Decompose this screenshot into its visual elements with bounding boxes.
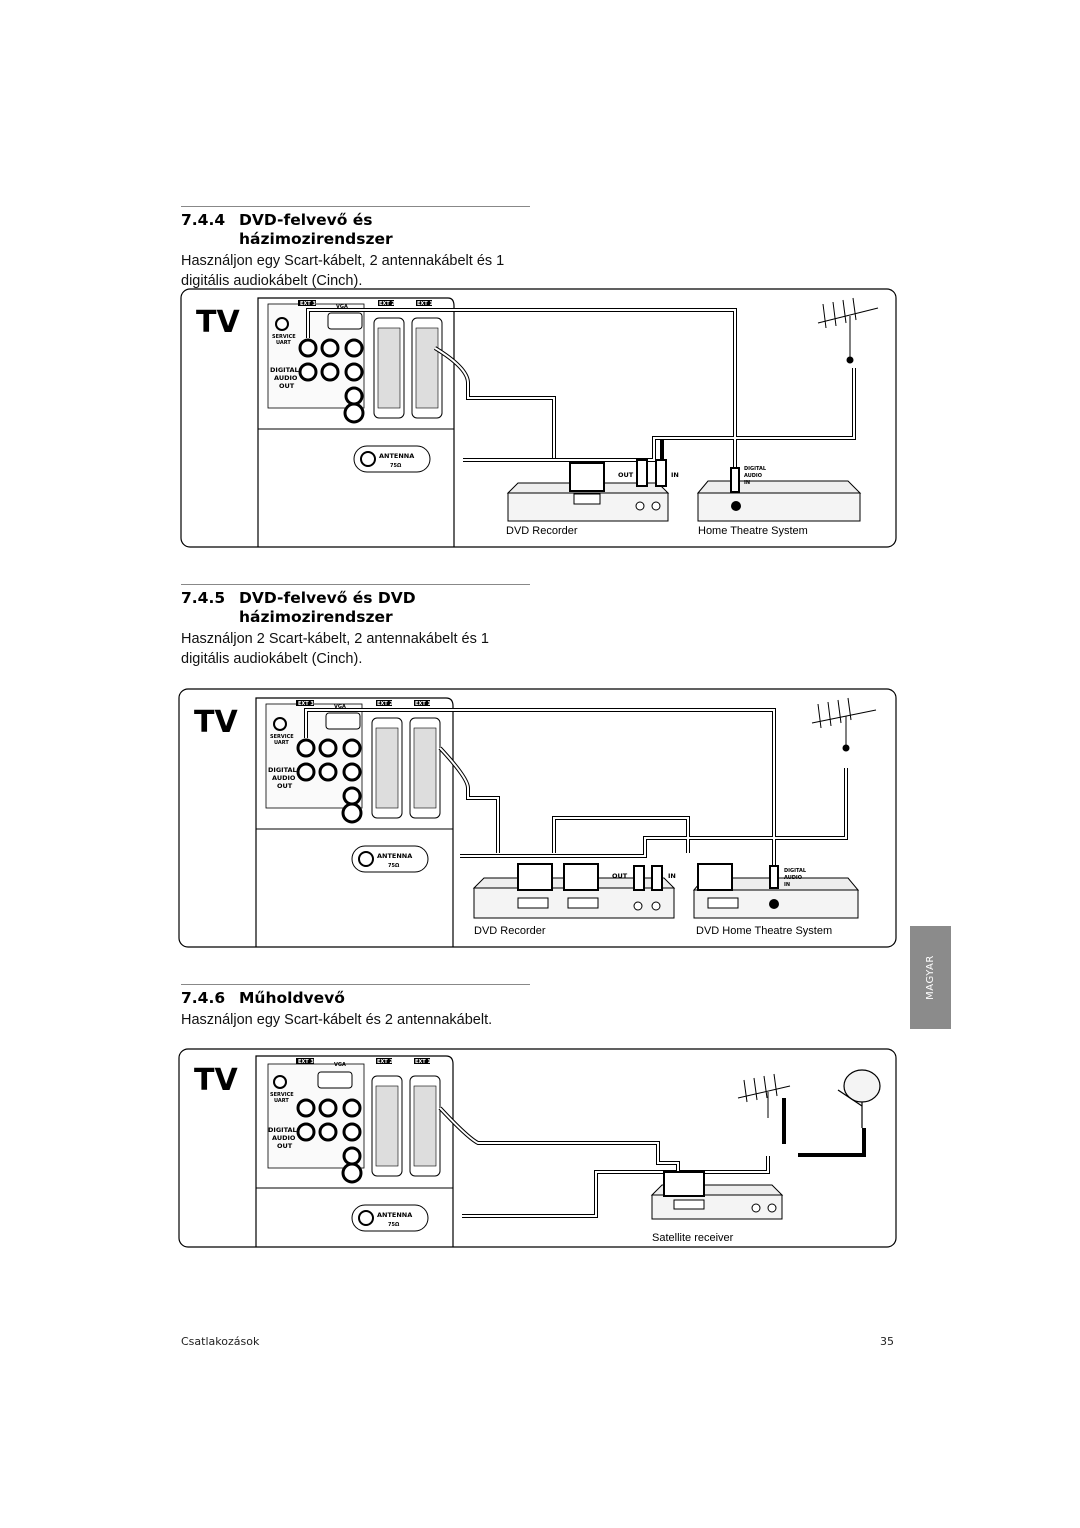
- device-label: Satellite receiver: [652, 1232, 734, 1244]
- digital-label: DIGITAL: [268, 766, 297, 774]
- section-heading: 7.4.4 DVD-felvevő és házimozirendszer: [181, 211, 530, 249]
- digital-label: DIGITAL: [270, 366, 299, 374]
- ht-digital-label: DIGITAL: [784, 868, 807, 874]
- ext2-label: EXT 2: [377, 701, 393, 707]
- ext1-label: EXT 1: [417, 301, 433, 307]
- section-number: 7.4.4: [181, 211, 226, 229]
- ext2-label: EXT 2: [379, 301, 395, 307]
- section-7-4-4: 7.4.4 DVD-felvevő és házimozirendszer Ha…: [181, 206, 530, 291]
- tv-connector-panel: EXT 3 VGA EXT 2 EXT 1 SERVICE UART DIGIT…: [257, 297, 455, 547]
- ext3-label: EXT 3: [298, 1059, 314, 1065]
- ht-in-label: IN: [784, 882, 790, 888]
- audio-label: AUDIO: [272, 1134, 296, 1142]
- dvd-recorder-device: OUT IN: [506, 459, 679, 522]
- connection-diagram-3: TV EXT 3 VGA EXT 2 EXT 1 SERVICE UART DI…: [178, 1048, 898, 1250]
- section-number: 7.4.6: [181, 989, 226, 1007]
- section-body: Használjon egy Scart-kábelt és 2 antenna…: [181, 1012, 493, 1028]
- dvd-out-label: OUT: [612, 872, 628, 880]
- audio-label: AUDIO: [272, 774, 296, 782]
- antenna-port-label: ANTENNA: [377, 852, 412, 860]
- section-body: Használjon egy Scart-kábelt, 2 antennaká…: [181, 253, 505, 289]
- section-heading: 7.4.6 Műholdvevő: [181, 989, 530, 1008]
- section-title: DVD-felvevő és házimozirendszer: [239, 211, 393, 248]
- uart-label: UART: [274, 740, 289, 746]
- home-theatre-device: DIGITAL AUDIO IN: [696, 466, 862, 522]
- section-divider: [181, 584, 530, 585]
- ext1-label: EXT 1: [415, 1059, 431, 1065]
- language-tab-label: MAGYAR: [925, 955, 937, 1000]
- vga-label: VGA: [336, 304, 348, 310]
- out-label: OUT: [279, 382, 295, 390]
- vga-label: VGA: [334, 704, 346, 710]
- section-heading: 7.4.5 DVD-felvevő és DVD házimozirendsze…: [181, 589, 530, 627]
- device-label: DVD Recorder: [474, 925, 546, 937]
- device-label: DVD Home Theatre System: [696, 925, 832, 937]
- section-divider: [181, 984, 530, 985]
- ht-in-label: IN: [744, 480, 750, 486]
- ext1-label: EXT 1: [415, 701, 431, 707]
- section-divider: [181, 206, 530, 207]
- ht-audio-label: AUDIO: [744, 473, 762, 479]
- digital-label: DIGITAL: [268, 1126, 297, 1134]
- dvd-in-label: IN: [668, 872, 676, 880]
- tv-label: TV: [194, 1063, 238, 1098]
- service-label: SERVICE: [270, 1092, 294, 1098]
- section-title: Műholdvevő: [239, 989, 345, 1007]
- antenna-icon: [811, 697, 877, 752]
- antenna-port-label: ANTENNA: [377, 1211, 412, 1219]
- language-tab: MAGYAR: [910, 926, 951, 1029]
- ohm-label: 75Ω: [390, 463, 402, 469]
- connection-diagram-1: TV EXT 3 VGA EXT 2 EXT 1 SERVICE UART DI…: [178, 288, 898, 550]
- ext3-label: EXT 3: [298, 701, 314, 707]
- satellite-dish-icon: [837, 1069, 881, 1128]
- section-body: Használjon 2 Scart-kábelt, 2 antennakábe…: [181, 631, 489, 667]
- antenna-icon: [817, 297, 879, 364]
- audio-label: AUDIO: [274, 374, 298, 382]
- service-label: SERVICE: [272, 334, 296, 340]
- tv-label: TV: [194, 705, 238, 740]
- vga-label: VGA: [334, 1062, 346, 1068]
- dvd-recorder-device: OUT IN: [472, 863, 676, 919]
- page-number: 35: [880, 1335, 894, 1348]
- section-7-4-5: 7.4.5 DVD-felvevő és DVD házimozirendsze…: [181, 584, 530, 669]
- ht-audio-label: AUDIO: [784, 875, 802, 881]
- device-label: DVD Recorder: [506, 525, 578, 537]
- dvd-home-theatre-device: DIGITAL AUDIO IN: [692, 863, 860, 919]
- dvd-in-label: IN: [671, 471, 679, 479]
- ht-digital-label: DIGITAL: [744, 466, 767, 472]
- antenna-port-label: ANTENNA: [379, 452, 414, 460]
- uart-label: UART: [274, 1098, 289, 1104]
- antenna-icon: [737, 1073, 791, 1118]
- ohm-label: 75Ω: [388, 863, 400, 869]
- dvd-out-label: OUT: [618, 471, 634, 479]
- satellite-receiver-device: [650, 1171, 784, 1220]
- tv-connector-panel: EXT 3 VGA EXT 2 EXT 1 SERVICE UART DIGIT…: [255, 697, 454, 947]
- connection-diagram-2: TV EXT 3 VGA EXT 2 EXT 1 SERVICE UART DI…: [178, 688, 898, 950]
- section-title: DVD-felvevő és DVD házimozirendszer: [239, 589, 416, 626]
- device-label: Home Theatre System: [698, 525, 808, 537]
- section-number: 7.4.5: [181, 589, 226, 607]
- service-label: SERVICE: [270, 734, 294, 740]
- section-7-4-6: 7.4.6 Műholdvevő Használjon egy Scart-ká…: [181, 984, 530, 1030]
- out-label: OUT: [277, 782, 293, 790]
- footer-chapter: Csatlakozások: [181, 1335, 260, 1348]
- ext2-label: EXT 2: [377, 1059, 393, 1065]
- tv-label: TV: [196, 305, 240, 340]
- uart-label: UART: [276, 340, 291, 346]
- tv-connector-panel: EXT 3 VGA EXT 2 EXT 1 SERVICE UART DIGIT…: [255, 1055, 454, 1247]
- ohm-label: 75Ω: [388, 1222, 400, 1228]
- out-label: OUT: [277, 1142, 293, 1150]
- ext3-label: EXT 3: [300, 301, 316, 307]
